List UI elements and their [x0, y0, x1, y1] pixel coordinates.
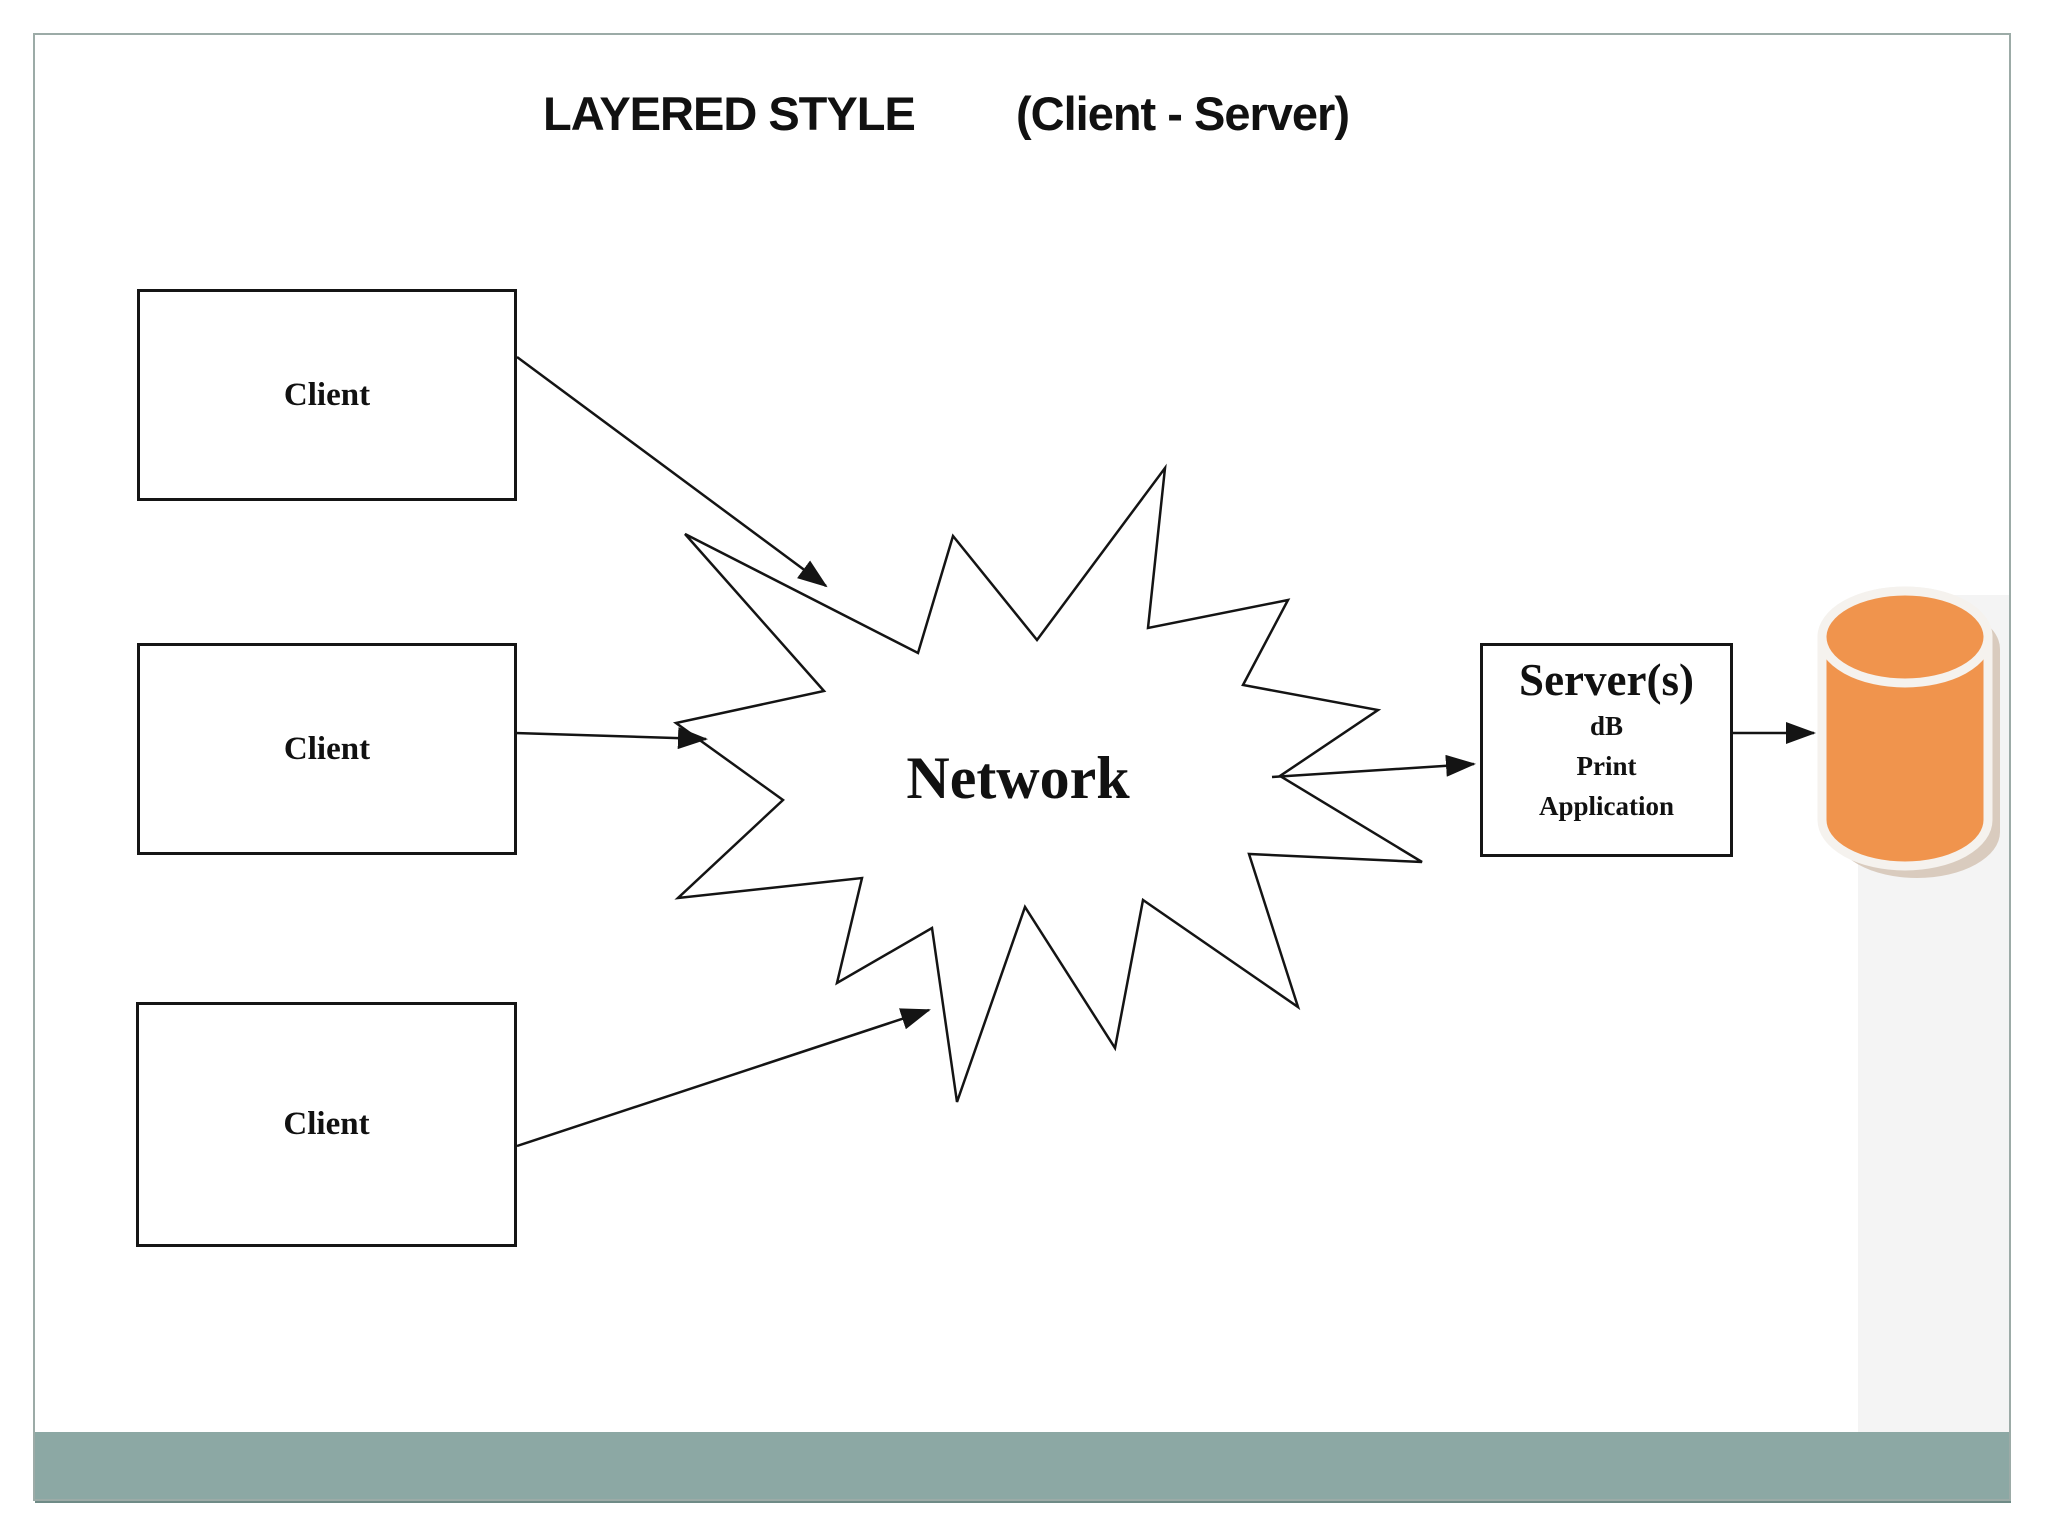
database-lid [1817, 586, 1993, 688]
client-1-label: Client [283, 376, 371, 413]
footer-bar [35, 1432, 2011, 1503]
database-icon [1817, 586, 2000, 878]
server-item-print: Print [1576, 751, 1637, 781]
network-starburst [672, 463, 1423, 1103]
arrow-client2-to-network [514, 727, 708, 750]
arrow-network-to-server [1271, 754, 1476, 779]
client-box-1: Client [137, 289, 517, 501]
server-title: Server(s) [1519, 655, 1694, 705]
arrow-client1-to-network [516, 355, 828, 588]
client-2-label: Client [283, 730, 371, 767]
network-label: Network [906, 745, 1130, 811]
client-box-3: Client [136, 1002, 517, 1247]
server-box: Server(s) dB Print Application [1480, 643, 1733, 857]
client-box-2: Client [137, 643, 517, 855]
page-subtitle: (Client - Server) [1016, 87, 1350, 140]
client-3-label: Client [283, 1106, 370, 1142]
server-item-application: Application [1538, 791, 1675, 821]
server-item-db: dB [1589, 711, 1624, 741]
arrow-client3-to-network [516, 1008, 931, 1148]
page-title: LAYERED STYLE [543, 87, 916, 140]
